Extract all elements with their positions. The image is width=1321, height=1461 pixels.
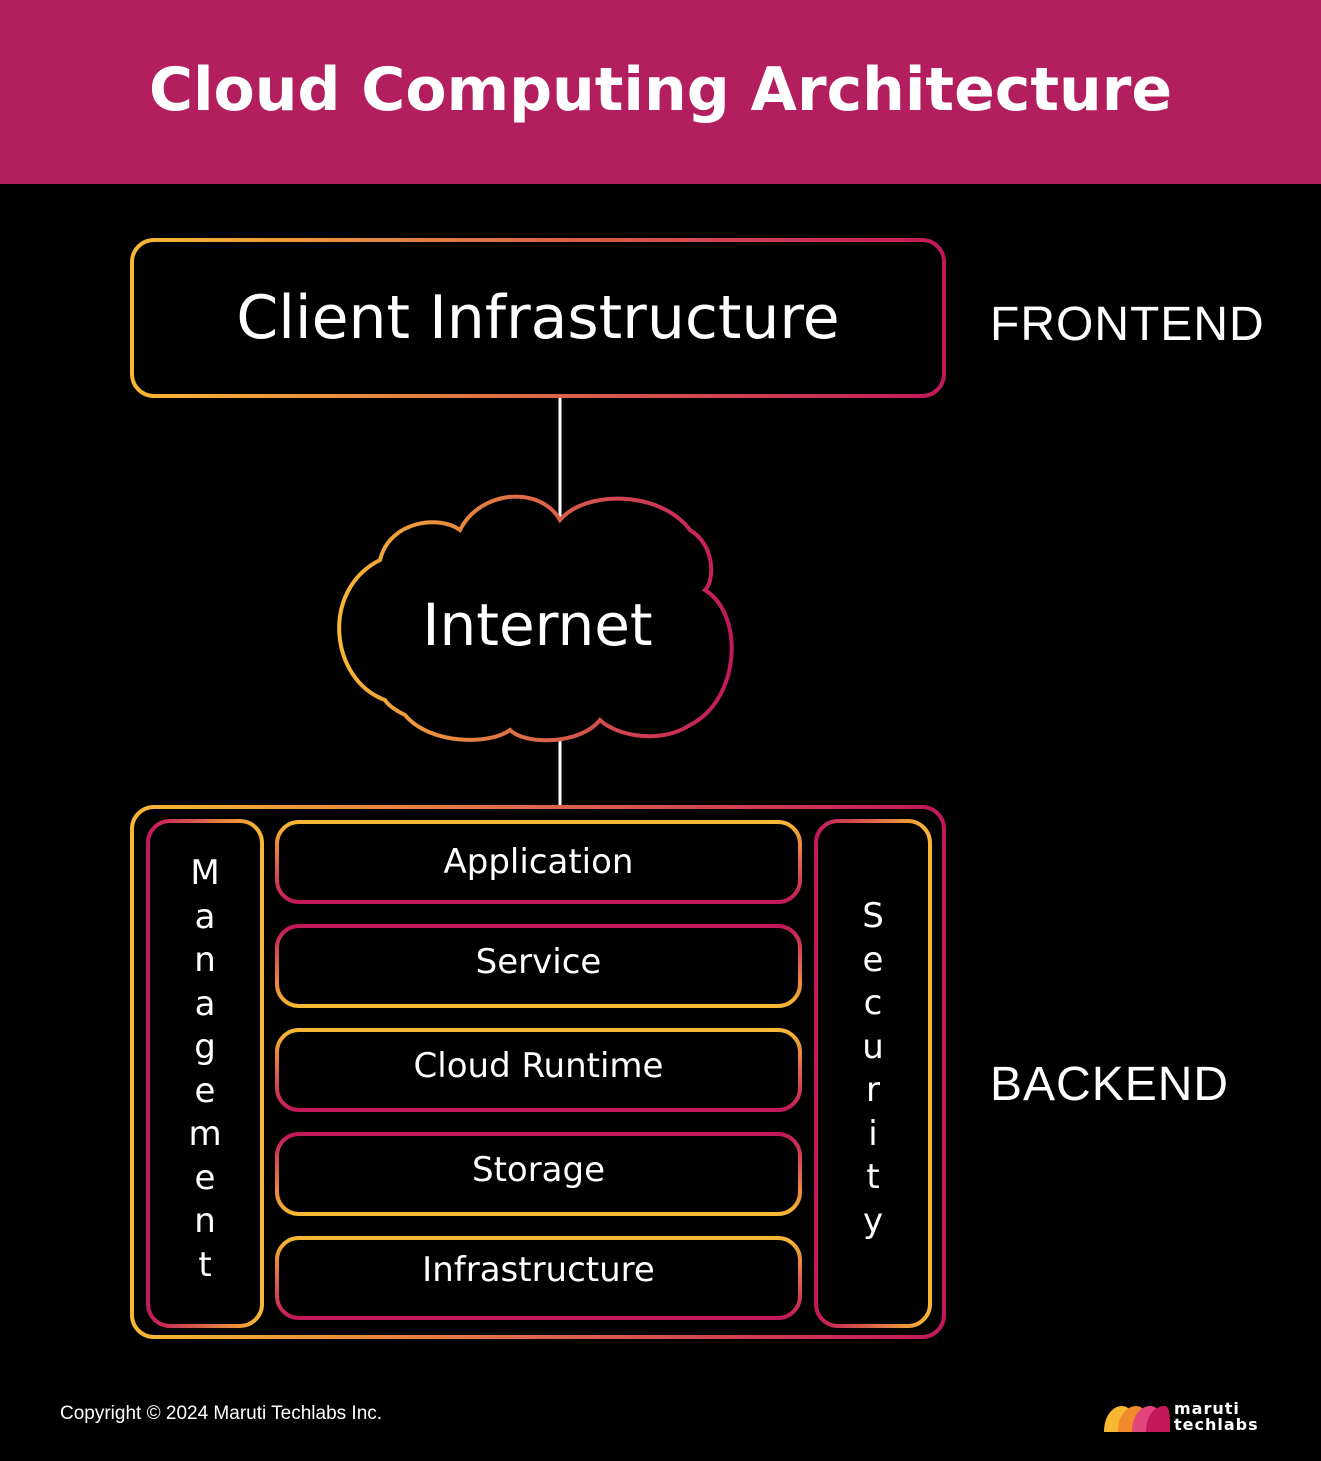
vertical-letter: r [866,1070,880,1110]
vertical-letter: m [188,1114,222,1154]
layer-box-infrastructure [275,1236,802,1320]
internet-cloud-shape [337,494,734,743]
maruti-logo-icon [1104,1406,1170,1432]
layer-label-infrastructure: Infrastructure [422,1250,655,1290]
logo-line-1: maruti [1174,1399,1240,1418]
vertical-letter: a [194,896,216,937]
vertical-letter: g [194,1027,216,1067]
vertical-letter: t [866,1157,880,1197]
layer-label-service: Service [475,942,602,982]
vertical-letter: M [190,853,220,893]
layer-label-storage: Storage [471,1150,606,1190]
vertical-letter: c [863,983,883,1023]
vertical-letter: S [862,896,884,936]
client-infrastructure-box [130,238,946,398]
vertical-letter: a [194,983,216,1024]
layer-box-service [275,924,802,1008]
security-column-box [814,819,932,1328]
vertical-letter: u [862,1026,884,1067]
frontend-label: FRONTEND [990,298,1265,351]
backend-label: BACKEND [990,1058,1230,1111]
layer-box-storage [275,1132,802,1216]
backend-outer-box [130,805,946,1339]
title-banner: Cloud Computing Architecture [0,0,1321,184]
vertical-letter: i [868,1113,878,1154]
layer-box-cloud-runtime [275,1028,802,1112]
vertical-letter: y [862,1200,884,1241]
client-infrastructure-label: Client Infrastructure [236,283,840,353]
vertical-letter: e [194,1157,216,1198]
management-column-box [146,819,264,1328]
layer-label-application: Application [443,842,634,882]
vertical-letter: n [194,1201,216,1241]
vertical-letter: e [194,1070,216,1111]
vertical-letter: n [194,940,216,980]
page-title: Cloud Computing Architecture [148,55,1173,125]
logo-line-2: techlabs [1174,1415,1259,1434]
logo-wordmark: maruti techlabs [1174,1401,1259,1433]
vertical-letter: t [198,1244,212,1285]
internet-label: Internet [422,591,653,659]
layer-label-cloud-runtime: Cloud Runtime [413,1046,664,1086]
copyright-text: Copyright © 2024 Maruti Techlabs Inc. [60,1403,383,1424]
layer-box-application [275,820,802,904]
vertical-letter: e [862,939,884,980]
